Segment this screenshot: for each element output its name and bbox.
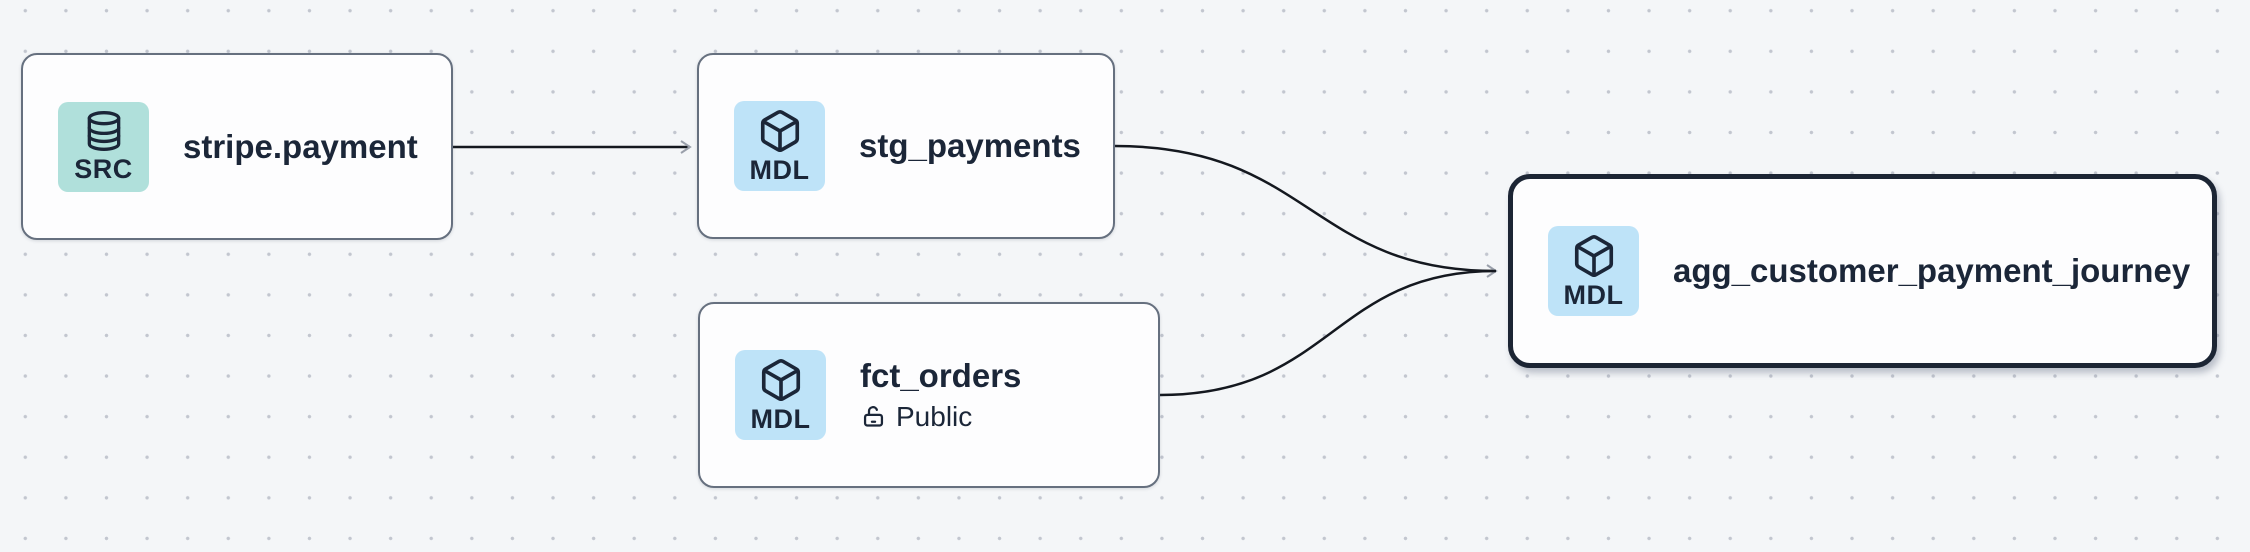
node-title: agg_customer_payment_journey: [1673, 252, 2191, 289]
node-stg-payments[interactable]: MDL stg_payments: [697, 53, 1115, 239]
model-type-badge: MDL: [734, 101, 825, 191]
badge-label: MDL: [749, 154, 810, 185]
node-stripe-payment[interactable]: SRC stripe.payment: [21, 53, 453, 240]
cube-icon: [760, 109, 799, 152]
visibility-label: Public: [896, 400, 973, 432]
edge-fct-orders-to-agg-customer-payment-journey[interactable]: [1159, 269, 1497, 397]
node-title: stg_payments: [859, 127, 1081, 164]
model-type-badge: MDL: [735, 350, 826, 440]
node-text-column: fct_orders Public: [860, 356, 1021, 435]
node-fct-orders[interactable]: MDL fct_orders Public: [698, 302, 1160, 488]
visibility-row: Public: [860, 399, 1021, 435]
lock-open-icon: [863, 406, 884, 427]
badge-label: MDL: [1563, 279, 1624, 310]
cube-icon: [1574, 234, 1613, 277]
source-type-badge: SRC: [58, 101, 149, 192]
model-type-badge: MDL: [1548, 226, 1639, 316]
cube-icon: [761, 358, 800, 401]
edge-stg-payments-to-agg-customer-payment-journey[interactable]: [1114, 144, 1498, 278]
node-title: stripe.payment: [183, 127, 418, 165]
badge-label: SRC: [74, 154, 133, 184]
node-agg-customer-payment-journey[interactable]: MDL agg_customer_payment_journey: [1508, 174, 2217, 368]
badge-label: MDL: [750, 403, 811, 434]
database-icon: [87, 111, 120, 151]
node-title: fct_orders: [860, 356, 1022, 394]
